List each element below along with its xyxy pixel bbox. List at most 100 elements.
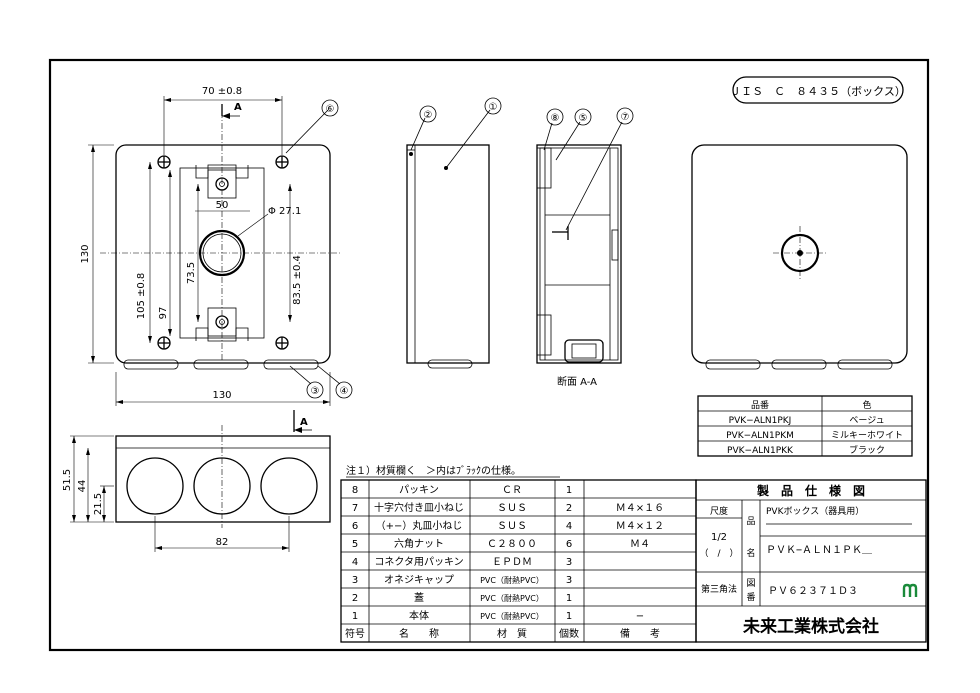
parts-table-cell: Ｃ２８００ [487,539,537,550]
company-name: 未来工業株式会社 [742,616,879,637]
product-code: ＰＶＫ−ＡＬＮ１ＰＫ＿ [766,545,872,556]
dim-inner-73: 73.5 [186,262,197,284]
parts-table: 8 パッキン ＣＲ 1 7 十字穴付き皿小ねじ ＳＵＳ 2 Ｍ４×１６ 6 （+−）丸皿小ねじ ＳＵＳ… [340,479,697,643]
dim-pitch-83: 83.5 ±0.4 [292,255,303,305]
parts-table-header: 名 称 [399,627,439,640]
callouts: ⑥ ② ① ⑧ ⑤ ⑦ ③ ④ [285,97,634,399]
color-table-part: PVK−ALN1PKM [726,431,794,441]
color-table-color: ミルキーホワイト [831,430,903,441]
dim-center-50: 50 [216,200,229,211]
parts-table-cell: 1 [566,611,572,622]
drawing-border [48,58,930,652]
front-view: 70 ±0.8 130 105 ±0.8 97 73.5 50 Φ 27.1 8… [80,86,340,406]
parts-table-cell: 本体 [409,609,429,622]
color-table-part: PVK−ALN1PKK [727,446,794,456]
parts-table-cell: 2 [352,593,358,604]
dim-hole-pitch-v: 105 ±0.8 [136,273,147,320]
parts-table-header: 個数 [559,627,579,640]
side-view [406,144,490,369]
title-block-title: 製 品 仕 様 図 [756,483,865,498]
color-table: 品番 色 PVK−ALN1PKJ ベージュ PVK−ALN1PKM ミルキーホワ… [697,395,913,457]
parts-table-header: 備 考 [620,627,660,640]
dim-bottom-width: 130 [212,390,231,401]
parts-table-cell: 6 [566,539,572,550]
section-mark-top: A [234,102,242,113]
drawing-label-2: 番 [746,591,755,603]
parts-table-cell: 2 [566,503,572,514]
title-block: 製 品 仕 様 図 尺度 1/2 （ / ） 品 名 PVKボックス（器具用） … [695,479,927,643]
parts-table-cell: 8 [352,485,358,496]
scale-value: 1/2 [711,532,727,543]
parts-table-cell: 3 [352,575,358,586]
material-note: 注１）材質欄く ＞内はﾌﾞﾗｯｸの仕様。 [346,464,521,477]
parts-table-cell: コネクタ用パッキン [374,556,463,568]
scale-paren: （ / ） [699,548,738,559]
parts-table-cell: 六角ナット [394,538,444,550]
callout-6: ⑥ [326,104,335,115]
product-name: PVKボックス（器具用） [766,506,864,517]
parts-table-cell: 5 [352,539,358,550]
callout-5: ⑤ [579,113,588,124]
dim-hole-diameter: Φ 27.1 [268,206,301,217]
parts-table-cell: PVC（耐熱PVC） [480,575,544,585]
rear-view [691,144,908,370]
parts-table-cell: PVC（耐熱PVC） [480,593,544,603]
color-table-part: PVK−ALN1PKJ [729,416,792,426]
parts-table-cell: 1 [566,593,572,604]
parts-table-cell: オネジキャップ [384,574,454,586]
drawing-number: ＰＶ６２３７１Ｄ３ [768,586,858,597]
drawing-label-1: 図 [746,578,755,589]
bottom-view: 51.5 44 21.5 82 A [62,410,331,552]
dim-height-21: 21.5 [93,493,104,515]
callout-3: ③ [311,386,320,397]
parts-table-cell: 3 [566,575,572,586]
m-logo-icon [902,583,918,598]
parts-table-cell: 7 [352,503,358,514]
dim-total-height: 130 [80,244,91,263]
parts-table-cell: 蓋 [414,592,424,604]
parts-table-cell: （+−）丸皿小ねじ [376,519,463,532]
standard-label-box: ＪＩＳ Ｃ ８４３５（ボックス） [730,76,906,104]
color-table-color: ベージュ [849,416,884,426]
parts-table-header: 符号 [345,627,365,640]
callout-7: ⑦ [621,112,630,123]
standard-label: ＪＩＳ Ｃ ８４３５（ボックス） [730,85,906,98]
parts-table-cell: − [636,611,644,622]
section-label: 断面 A-A [557,375,597,388]
dim-height-44: 44 [77,480,88,493]
color-table-color: ブラック [849,444,885,456]
parts-table-cell: ＥＰＤＭ [492,557,532,568]
name-label-1: 品 [746,516,755,527]
dim-top-width: 70 ±0.8 [202,86,242,97]
dim-inner-97: 97 [158,307,169,320]
parts-table-cell: Ｍ４ [630,539,650,550]
parts-table-cell: 1 [566,485,572,496]
parts-table-cell: ＣＲ [502,485,522,496]
parts-table-header: 材 質 [497,627,527,640]
dim-pitch-82: 82 [216,537,229,548]
parts-table-cell: Ｍ４×１２ [616,521,664,532]
section-view: 断面 A-A [536,144,622,388]
dim-height-total: 51.5 [62,469,73,491]
parts-table-cell: 3 [566,557,572,568]
color-table-header-color: 色 [862,399,871,411]
parts-table-cell: パッキン [399,484,439,496]
callout-8: ⑧ [551,113,560,124]
name-label-2: 名 [746,547,755,559]
parts-table-cell: PVC（耐熱PVC） [480,611,544,621]
parts-table-cell: Ｍ４×１６ [616,503,664,514]
callout-2: ② [424,110,433,121]
section-mark-bottom: A [300,417,308,428]
parts-table-cell: ＳＵＳ [497,503,527,514]
parts-table-cell: ＳＵＳ [497,521,527,532]
callout-4: ④ [340,386,349,397]
parts-table-cell: 十字穴付き皿小ねじ [374,501,464,514]
parts-table-cell: 4 [352,557,358,568]
parts-table-cell: 6 [352,521,358,532]
callout-1: ① [489,102,498,113]
parts-table-cell: 1 [352,611,358,622]
scale-label: 尺度 [710,505,728,517]
projection-method: 第三角法 [701,583,737,595]
parts-table-cell: 4 [566,521,572,532]
